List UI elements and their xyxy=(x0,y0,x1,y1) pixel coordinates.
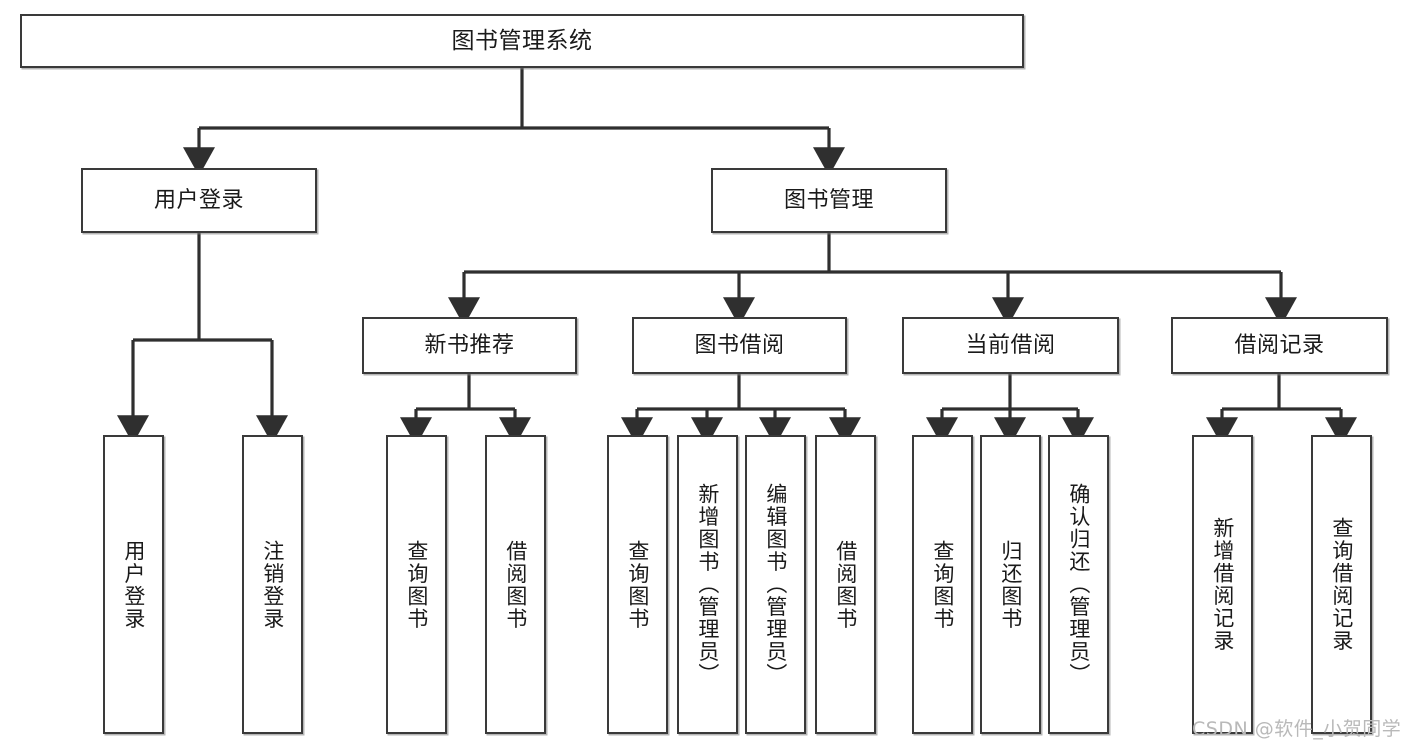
leaf-borrow-book-new[interactable]: 借阅图书 xyxy=(485,435,546,734)
leaf-borrow-book[interactable]: 借阅图书 xyxy=(815,435,876,734)
node-label: 用户登录 xyxy=(121,539,146,630)
node-label: 确认归还（管理员） xyxy=(1066,483,1091,686)
node-book-borrow[interactable]: 图书借阅 xyxy=(632,317,847,374)
node-book-management[interactable]: 图书管理 xyxy=(711,168,947,233)
node-user-login[interactable]: 用户登录 xyxy=(81,168,317,233)
leaf-user-login[interactable]: 用户登录 xyxy=(103,435,164,734)
node-label: 图书管理系统 xyxy=(451,27,593,54)
node-label: 图书借阅 xyxy=(694,332,785,358)
leaf-return-book[interactable]: 归还图书 xyxy=(980,435,1041,734)
node-label: 查询图书 xyxy=(930,539,955,630)
leaf-query-book-borrow[interactable]: 查询图书 xyxy=(607,435,668,734)
csdn-watermark: CSDN @软件_小贺同学 xyxy=(1192,718,1402,740)
leaf-query-book-new[interactable]: 查询图书 xyxy=(386,435,447,734)
leaf-add-book-admin[interactable]: 新增图书（管理员） xyxy=(677,435,738,734)
leaf-add-borrow-record[interactable]: 新增借阅记录 xyxy=(1192,435,1253,734)
node-label: 新增图书（管理员） xyxy=(695,483,720,686)
node-label: 借阅图书 xyxy=(503,539,528,630)
node-label: 借阅记录 xyxy=(1234,332,1325,358)
node-label: 借阅图书 xyxy=(833,539,858,630)
node-label: 查询图书 xyxy=(625,539,650,630)
node-borrow-record[interactable]: 借阅记录 xyxy=(1171,317,1388,374)
node-label: 查询借阅记录 xyxy=(1329,517,1354,652)
leaf-confirm-return-admin[interactable]: 确认归还（管理员） xyxy=(1048,435,1109,734)
node-label: 用户登录 xyxy=(153,187,244,213)
node-root-system[interactable]: 图书管理系统 xyxy=(20,14,1024,68)
leaf-query-borrow-record[interactable]: 查询借阅记录 xyxy=(1311,435,1372,734)
leaf-query-book-current[interactable]: 查询图书 xyxy=(912,435,973,734)
leaf-logout[interactable]: 注销登录 xyxy=(242,435,303,734)
node-label: 图书管理 xyxy=(783,187,874,213)
node-new-book-recommend[interactable]: 新书推荐 xyxy=(362,317,577,374)
node-label: 当前借阅 xyxy=(965,332,1056,358)
node-label: 编辑图书（管理员） xyxy=(763,483,788,686)
node-label: 新增借阅记录 xyxy=(1210,517,1235,652)
node-label: 归还图书 xyxy=(998,539,1023,630)
node-label: 查询图书 xyxy=(404,539,429,630)
node-label: 新书推荐 xyxy=(424,332,515,358)
node-label: 注销登录 xyxy=(260,539,285,630)
node-current-borrow[interactable]: 当前借阅 xyxy=(902,317,1119,374)
leaf-edit-book-admin[interactable]: 编辑图书（管理员） xyxy=(745,435,806,734)
